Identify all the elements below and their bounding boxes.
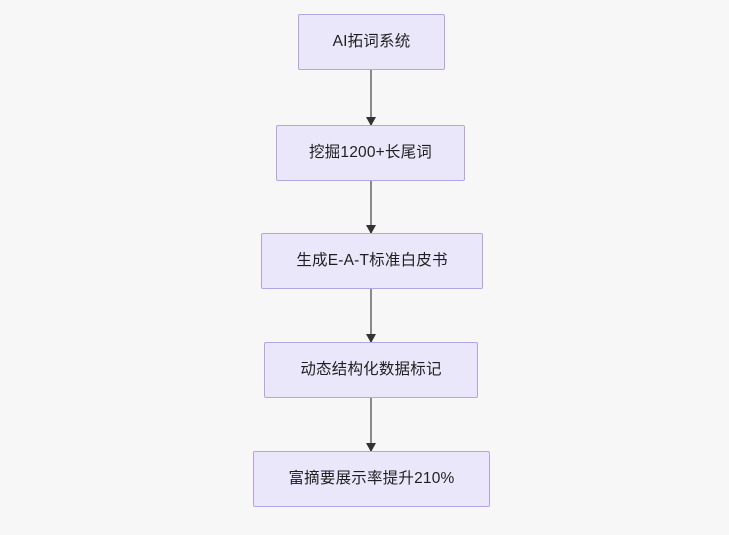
flow-node-n4[interactable]: 动态结构化数据标记	[264, 342, 478, 398]
flow-node-n1[interactable]: AI拓词系统	[298, 14, 445, 70]
flow-edge	[366, 398, 376, 452]
flow-node-label: 挖掘1200+长尾词	[308, 143, 433, 161]
edge-line	[370, 289, 372, 342]
flow-edge	[366, 70, 376, 126]
edge-line	[370, 181, 372, 233]
flow-node-n5[interactable]: 富摘要展示率提升210%	[253, 451, 490, 507]
arrow-down-icon	[366, 443, 376, 452]
flow-node-label: 富摘要展示率提升210%	[288, 469, 455, 487]
edge-line	[370, 70, 372, 125]
flow-node-label: 生成E-A-T标准白皮书	[296, 251, 448, 269]
arrow-down-icon	[366, 334, 376, 343]
flow-node-label: 动态结构化数据标记	[300, 360, 442, 378]
edge-line	[370, 398, 372, 451]
flow-edge	[366, 181, 376, 234]
arrow-down-icon	[366, 117, 376, 126]
arrow-down-icon	[366, 225, 376, 234]
flow-node-label: AI拓词系统	[332, 32, 411, 50]
flow-node-n2[interactable]: 挖掘1200+长尾词	[276, 125, 465, 181]
flow-edge	[366, 289, 376, 343]
flow-node-n3[interactable]: 生成E-A-T标准白皮书	[261, 233, 483, 289]
